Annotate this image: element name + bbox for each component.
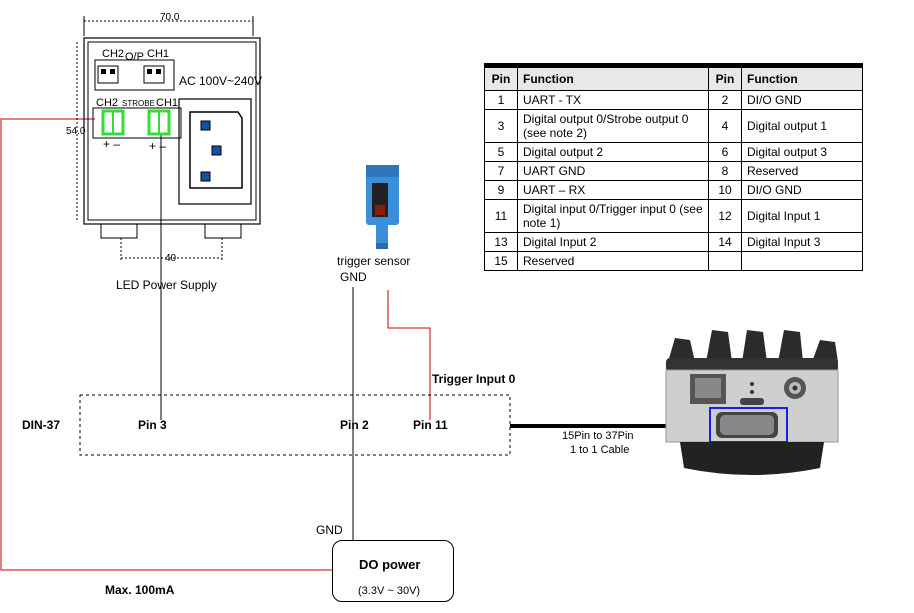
strobe-label: STROBE (122, 99, 155, 108)
pin-number-cell: 14 (708, 232, 742, 252)
pin-number-cell: 15 (484, 251, 518, 271)
psu-height-dimension: 54.0 (66, 126, 86, 137)
pin-number-cell: 13 (484, 232, 518, 252)
do-power-box: DO power (3.3V ~ 30V) (332, 540, 454, 602)
pin-function-cell: Digital Input 1 (741, 199, 863, 233)
ac-input-label: AC 100V~240V (179, 74, 263, 88)
pin-number-cell (708, 251, 742, 271)
max-current-label: Max. 100mA (105, 583, 175, 597)
psu-inner-dimension: 40 (165, 253, 177, 264)
pin2-label: Pin 2 (340, 418, 369, 432)
pin-function-cell (741, 251, 863, 271)
header-pin-1: Pin (484, 65, 518, 91)
cable-label-line2: 1 to 1 Cable (570, 444, 630, 456)
do-power-title: DO power (359, 557, 421, 572)
psu-width-dimension: 70.0 (160, 12, 180, 23)
pin11-label: Pin 11 (413, 418, 448, 432)
pin-function-cell: UART - TX (517, 90, 709, 110)
pin-function-cell: Digital output 2 (517, 142, 709, 162)
sensor-gnd-label: GND (340, 270, 367, 284)
trigger-input-label: Trigger Input 0 (432, 372, 516, 386)
pin-number-cell: 7 (484, 161, 518, 181)
trigger-sensor-drawing (366, 165, 399, 249)
pin-number-cell: 9 (484, 180, 518, 200)
pin-function-cell: DI/O GND (741, 180, 863, 200)
pin-function-cell: Digital Input 3 (741, 232, 863, 252)
pin-number-cell: 5 (484, 142, 518, 162)
table-header-row: Pin Function Pin Function (484, 65, 863, 91)
pin-function-cell: Digital output 3 (741, 142, 863, 162)
pin-function-cell: Reserved (517, 251, 709, 271)
pin-function-cell: Digital output 1 (741, 109, 863, 143)
red-wire-trigger (387, 290, 431, 420)
pin-number-cell: 11 (484, 199, 518, 233)
op-label: O/P (125, 51, 144, 63)
din37-label: DIN-37 (22, 418, 61, 432)
pin3-label: Pin 3 (138, 418, 167, 432)
op-ch1-label: CH1 (147, 48, 170, 60)
pin-function-cell: UART – RX (517, 180, 709, 200)
led-power-supply-drawing (76, 16, 261, 262)
pin-function-cell: Reserved (741, 161, 863, 181)
op-ch2-label: CH2 (102, 48, 125, 60)
pin-number-cell: 12 (708, 199, 742, 233)
pin-number-cell: 10 (708, 180, 742, 200)
pin-number-cell: 3 (484, 109, 518, 143)
polarity-ch1-label: + – (149, 139, 167, 153)
pin-function-cell: DI/O GND (741, 90, 863, 110)
pin-function-cell: Digital Input 2 (517, 232, 709, 252)
strobe-ch1-label: CH1 (156, 97, 179, 109)
polarity-ch2-label: + – (103, 137, 121, 151)
red-wire-strobe (0, 118, 332, 571)
strobe-ch2-label: CH2 (96, 97, 119, 109)
pin-function-cell: UART GND (517, 161, 709, 181)
pin-function-cell: Digital input 0/Trigger input 0 (see not… (517, 199, 709, 233)
pin-number-cell: 8 (708, 161, 742, 181)
do-gnd-label: GND (316, 523, 343, 537)
din37-box (79, 394, 511, 456)
pin-number-cell: 4 (708, 109, 742, 143)
pin-number-cell: 1 (484, 90, 518, 110)
pin-number-cell: 2 (708, 90, 742, 110)
pin-number-cell: 6 (708, 142, 742, 162)
header-function-2: Function (741, 65, 863, 91)
camera-drawing (665, 330, 839, 475)
header-function-1: Function (517, 65, 709, 91)
led-power-supply-caption: LED Power Supply (116, 278, 217, 292)
cable-label-line1: 15Pin to 37Pin (562, 430, 634, 442)
header-pin-2: Pin (708, 65, 742, 91)
pin-function-cell: Digital output 0/Strobe output 0 (see no… (517, 109, 709, 143)
do-power-range: (3.3V ~ 30V) (358, 585, 421, 597)
trigger-sensor-caption: trigger sensor (337, 254, 411, 268)
